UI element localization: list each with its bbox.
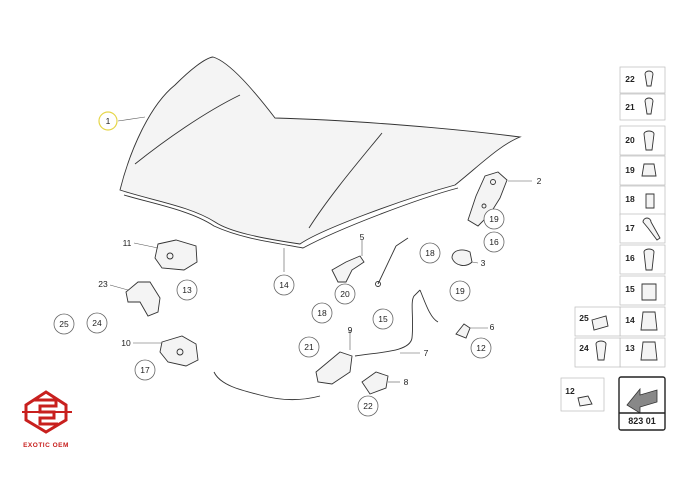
callout-14: 14 — [273, 274, 295, 296]
svg-text:22: 22 — [363, 401, 373, 411]
callout-19-b: 19 — [449, 280, 471, 302]
callout-18-b: 18 — [311, 302, 333, 324]
callout-24: 24 — [86, 312, 108, 334]
direction-arrow-icon — [626, 387, 658, 414]
fastener-legend: 22 21 20 19 18 17 16 15 14 13 25 — [560, 66, 666, 412]
leader-lines — [109, 116, 532, 383]
callout-23: 23 — [98, 279, 108, 289]
bracket-part — [331, 255, 365, 283]
svg-text:1: 1 — [106, 116, 111, 126]
svg-text:18: 18 — [425, 248, 435, 258]
hood-part — [119, 56, 522, 249]
callout-7: 7 — [424, 348, 429, 358]
callout-5: 5 — [360, 232, 365, 242]
svg-text:21: 21 — [304, 342, 314, 352]
callout-3: 3 — [481, 258, 486, 268]
svg-text:16: 16 — [625, 253, 635, 263]
gas-strut-part — [375, 237, 409, 287]
svg-text:20: 20 — [340, 289, 350, 299]
callout-25: 25 — [53, 313, 75, 335]
svg-text:24: 24 — [579, 343, 589, 353]
callout-15: 15 — [372, 308, 394, 330]
callout-11: 11 — [123, 238, 132, 248]
callout-19-a: 19 — [483, 208, 505, 230]
svg-text:14: 14 — [625, 315, 635, 325]
bracket-23-part — [125, 281, 161, 317]
callout-21: 21 — [298, 336, 320, 358]
exotic-oem-logo: EXOTIC OEM — [22, 390, 72, 449]
handle-part — [361, 371, 389, 395]
callout-8: 8 — [404, 377, 409, 387]
svg-text:19: 19 — [489, 214, 499, 224]
svg-text:15: 15 — [625, 284, 635, 294]
svg-text:21: 21 — [625, 102, 635, 112]
svg-text:12: 12 — [565, 386, 575, 396]
callout-1: 1 — [98, 111, 118, 131]
svg-text:13: 13 — [182, 285, 192, 295]
reference-code: 823 01 — [628, 416, 656, 426]
callout-18-a: 18 — [419, 242, 441, 264]
svg-text:18: 18 — [317, 308, 327, 318]
svg-text:12: 12 — [476, 343, 486, 353]
svg-text:14: 14 — [279, 280, 289, 290]
callout-20: 20 — [334, 283, 356, 305]
svg-text:13: 13 — [625, 343, 635, 353]
svg-text:16: 16 — [489, 237, 499, 247]
svg-text:17: 17 — [625, 223, 635, 233]
svg-text:20: 20 — [625, 135, 635, 145]
lock-part — [159, 335, 199, 367]
callout-6: 6 — [490, 322, 495, 332]
callout-22: 22 — [357, 395, 379, 417]
svg-text:17: 17 — [140, 365, 150, 375]
callout-13: 13 — [176, 279, 198, 301]
svg-text:19: 19 — [625, 165, 635, 175]
logo-text: EXOTIC OEM — [23, 442, 69, 449]
svg-text:19: 19 — [455, 286, 465, 296]
lever-part — [315, 351, 353, 385]
callout-12: 12 — [470, 337, 492, 359]
release-cable — [213, 289, 439, 401]
buffer-part — [451, 249, 473, 266]
hinge-right-part — [467, 171, 508, 227]
callout-16: 16 — [483, 231, 505, 253]
callout-9: 9 — [348, 325, 353, 335]
svg-text:22: 22 — [625, 74, 635, 84]
svg-text:24: 24 — [92, 318, 102, 328]
clip-part-6 — [455, 323, 471, 339]
callout-2: 2 — [537, 176, 542, 186]
svg-text:25: 25 — [579, 313, 589, 323]
svg-text:18: 18 — [625, 194, 635, 204]
callout-10: 10 — [121, 338, 131, 348]
callout-17: 17 — [134, 359, 156, 381]
svg-text:15: 15 — [378, 314, 388, 324]
latch-upper-left-part — [154, 239, 198, 271]
svg-text:25: 25 — [59, 319, 69, 329]
reference-box: 823 01 — [618, 376, 666, 431]
